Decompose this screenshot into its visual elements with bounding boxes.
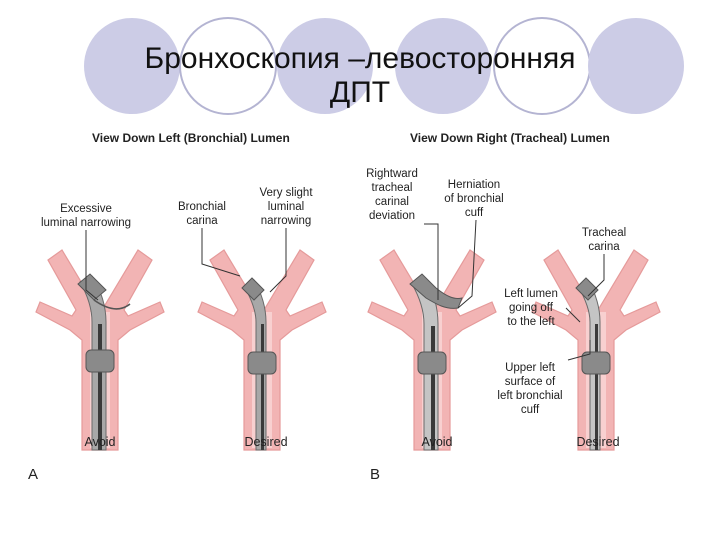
airway-b-avoid — [367, 249, 497, 451]
deco-circle-1 — [84, 18, 180, 114]
svg-text:carina: carina — [186, 215, 218, 227]
bronchial-cuff — [575, 277, 599, 301]
svg-text:Upper left: Upper left — [505, 362, 556, 374]
label-upper-left-surface: Upper left surface of left bronchial cuf… — [497, 362, 562, 416]
narrowing-bulge — [93, 299, 131, 310]
tracheal-lumen — [261, 324, 264, 450]
deco-circle-6 — [588, 18, 684, 114]
tracheal-cuff — [85, 349, 115, 373]
svg-text:Rightward: Rightward — [366, 168, 418, 180]
panel-a-header: View Down Left (Bronchial) Lumen — [92, 131, 290, 145]
tracheal-lumen — [595, 324, 598, 450]
svg-text:surface of: surface of — [505, 376, 556, 388]
svg-text:of bronchial: of bronchial — [444, 193, 503, 205]
slide-title-line-2: ДПТ — [329, 76, 391, 109]
tracheal-cuff — [581, 351, 611, 375]
leader-lines-b — [424, 219, 605, 361]
label-rightward-deviation: Rightward tracheal carinal deviation — [366, 168, 418, 222]
svg-text:Tracheal: Tracheal — [582, 227, 626, 239]
svg-text:left bronchial: left bronchial — [497, 390, 562, 402]
svg-text:narrowing: narrowing — [261, 215, 312, 227]
herniated-cuff — [409, 273, 463, 309]
airway-a-avoid — [35, 249, 165, 451]
panel-b: View Down Right (Tracheal) Lumen Rightwa… — [366, 131, 661, 483]
panel-a-caption-avoid: Avoid — [84, 435, 115, 449]
tracheal-cuff — [417, 351, 447, 375]
slide-title: Бронхоскопия –левосторонняя ДПТ — [60, 42, 660, 110]
panel-a-letter: A — [28, 466, 38, 483]
panel-b-caption-desired: Desired — [576, 435, 619, 449]
svg-text:tracheal: tracheal — [372, 182, 413, 194]
deco-circle-3 — [277, 18, 373, 114]
airway-a-desired — [197, 249, 327, 451]
svg-text:to the left: to the left — [507, 316, 555, 328]
bronchial-cuff — [241, 277, 265, 301]
slide-title-line-1: Бронхоскопия –левосторонняя — [144, 42, 576, 75]
tracheal-lumen — [431, 326, 435, 450]
label-bronchial-carina: Bronchial carina — [178, 201, 226, 227]
svg-text:Left lumen: Left lumen — [504, 288, 558, 300]
deco-circle-4 — [395, 18, 491, 114]
decorative-circles — [84, 17, 684, 115]
svg-text:carina: carina — [588, 241, 620, 253]
tracheal-cuff — [247, 351, 277, 375]
airway-b-desired — [531, 249, 661, 451]
svg-text:Bronchial: Bronchial — [178, 201, 226, 213]
label-left-lumen: Left lumen going off to the left — [504, 288, 558, 328]
svg-text:cuff: cuff — [521, 404, 540, 416]
label-very-slight: Very slight luminal narrowing — [259, 187, 313, 227]
leader-lines-a — [85, 228, 287, 301]
tracheal-lumen — [98, 324, 102, 450]
panel-b-caption-avoid: Avoid — [421, 435, 452, 449]
svg-text:Excessive: Excessive — [60, 203, 112, 215]
label-herniation: Herniation of bronchial cuff — [444, 179, 503, 219]
panel-a: View Down Left (Bronchial) Lumen Excessi… — [28, 131, 327, 483]
svg-text:Very slight: Very slight — [259, 187, 313, 199]
panel-b-header: View Down Right (Tracheal) Lumen — [410, 131, 610, 145]
svg-text:going off: going off — [509, 302, 554, 314]
label-tracheal-carina: Tracheal carina — [582, 227, 626, 253]
svg-text:cuff: cuff — [465, 207, 484, 219]
deco-circle-2 — [179, 17, 277, 115]
panel-a-caption-desired: Desired — [244, 435, 287, 449]
svg-text:luminal narrowing: luminal narrowing — [41, 217, 131, 229]
label-excessive: Excessive luminal narrowing — [41, 203, 131, 229]
panel-b-letter: B — [370, 466, 380, 483]
svg-text:Herniation: Herniation — [448, 179, 500, 191]
svg-text:deviation: deviation — [369, 210, 415, 222]
svg-text:luminal: luminal — [268, 201, 304, 213]
svg-text:carinal: carinal — [375, 196, 409, 208]
